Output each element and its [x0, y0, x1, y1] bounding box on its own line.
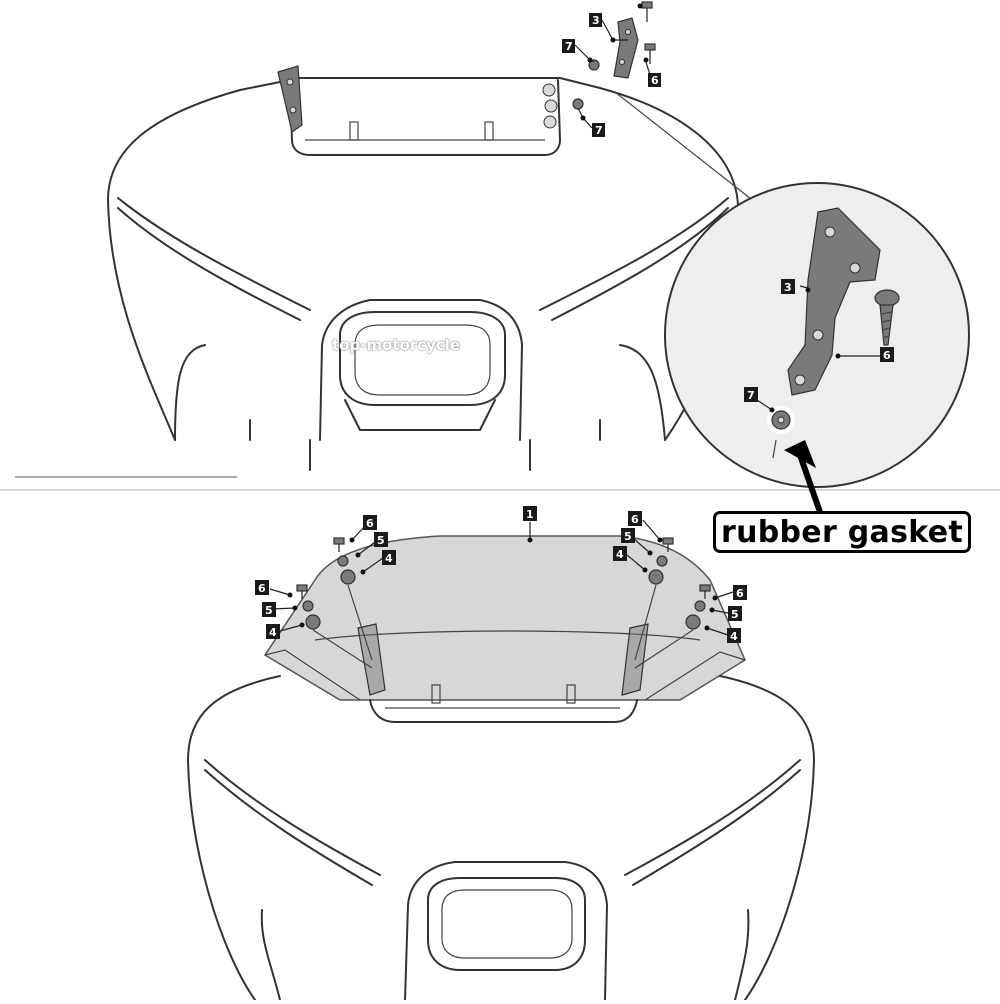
svg-text:4: 4 [269, 626, 277, 639]
badge-4-ur: 4 [613, 546, 627, 561]
hardware-stacks [296, 537, 711, 669]
badge-5-ur: 5 [621, 528, 635, 543]
badge-6-wl: 6 [255, 580, 269, 595]
bottom-leaders [269, 519, 734, 636]
badge-3-top: 3 [589, 13, 602, 27]
svg-text:7: 7 [565, 40, 573, 53]
svg-text:3: 3 [592, 14, 600, 27]
svg-text:7: 7 [595, 124, 603, 137]
svg-text:4: 4 [616, 548, 624, 561]
screw-icon [644, 43, 656, 64]
detail-magnifier [664, 182, 970, 515]
bottom-fairing [187, 535, 815, 1001]
badge-7-top-right: 7 [592, 123, 605, 137]
badge-7-top: 7 [562, 39, 575, 53]
badge-6-ul: 6 [363, 515, 377, 530]
svg-text:5: 5 [731, 608, 739, 621]
rubber-gasket-callout: rubber gasket [713, 511, 971, 553]
svg-text:4: 4 [385, 552, 393, 565]
svg-text:6: 6 [366, 517, 374, 530]
svg-text:6: 6 [631, 513, 639, 526]
badge-4-wl: 4 [266, 624, 280, 639]
svg-text:3: 3 [784, 281, 792, 294]
svg-text:4: 4 [730, 630, 738, 643]
badge-6-top: 6 [648, 73, 661, 87]
svg-text:6: 6 [736, 587, 744, 600]
svg-text:1: 1 [526, 508, 534, 521]
top-leaders [574, 3, 651, 129]
badge-3-detail: 3 [781, 279, 795, 294]
screw-icon [874, 289, 900, 346]
svg-text:6: 6 [651, 74, 659, 87]
top-fairing [0, 1, 1000, 491]
badge-6-detail: 6 [880, 347, 894, 362]
svg-text:5: 5 [377, 534, 385, 547]
badge-5-wl: 5 [262, 602, 276, 617]
badge-4-ul: 4 [382, 550, 396, 565]
badge-4-wr: 4 [727, 628, 741, 643]
badge-5-wr: 5 [728, 606, 742, 621]
badge-7-detail: 7 [744, 387, 758, 402]
svg-text:6: 6 [883, 349, 891, 362]
svg-text:6: 6 [258, 582, 266, 595]
badge-5-ul: 5 [374, 532, 388, 547]
badge-6-wr: 6 [733, 585, 747, 600]
svg-text:5: 5 [624, 530, 632, 543]
badge-1: 1 [523, 506, 537, 521]
screw-icon [641, 1, 653, 22]
badge-6-ur: 6 [628, 511, 642, 526]
watermark-text: top-motorcycle [332, 336, 461, 354]
svg-text:7: 7 [747, 389, 755, 402]
svg-text:5: 5 [265, 604, 273, 617]
